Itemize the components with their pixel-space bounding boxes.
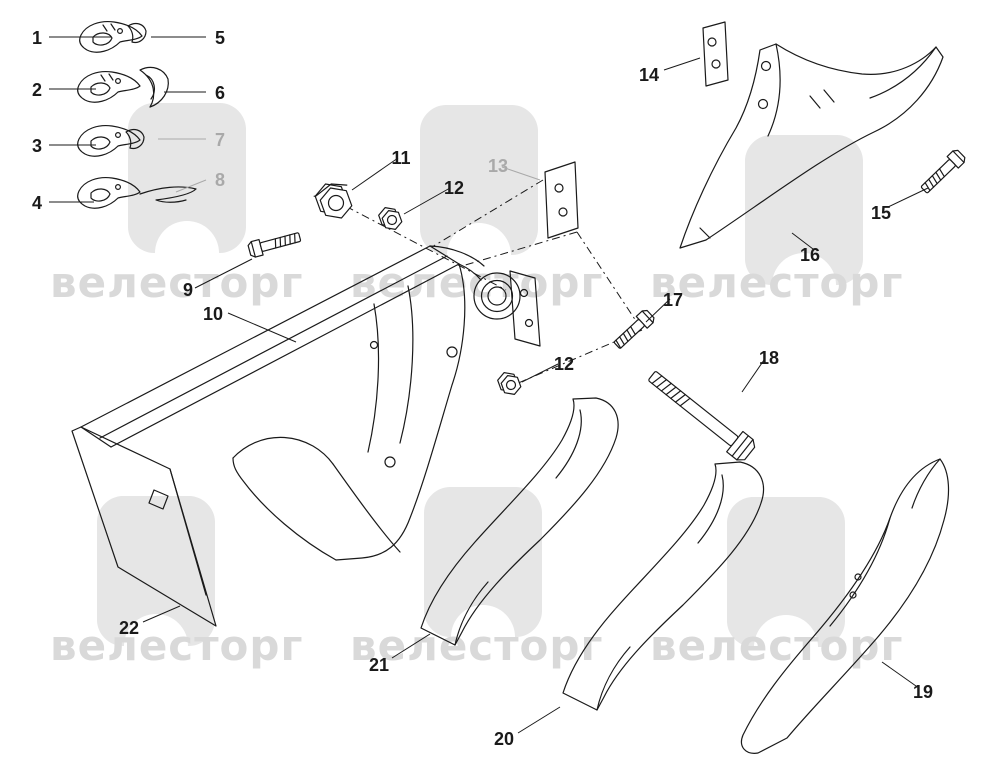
part-label-15: 15 (871, 203, 891, 223)
diagram-line-art (71, 20, 966, 754)
nut-12-upper (378, 207, 403, 230)
part-label-18: 18 (759, 348, 779, 368)
part-19-shin (740, 458, 950, 754)
part-label-20: 20 (494, 729, 514, 749)
part-label-4: 4 (32, 193, 42, 213)
watermark-layer: велесторг велесторг велесторг велесторг … (50, 103, 903, 670)
watermark-text: велесторг (350, 621, 603, 670)
part-label-7: 7 (215, 130, 225, 150)
part-3-share-tip (77, 124, 145, 157)
part-label-13: 13 (488, 156, 508, 176)
part-label-12a: 12 (444, 178, 464, 198)
part-label-19: 19 (913, 682, 933, 702)
part-20-shin (562, 461, 765, 711)
bolt-17 (613, 309, 655, 349)
part-5-clip (127, 22, 147, 44)
part-label-16: 16 (800, 245, 820, 265)
leader-lines (49, 36, 929, 734)
bolt-18 (648, 371, 756, 461)
part-7-clip (125, 128, 145, 150)
bolt-15 (920, 149, 966, 194)
watermark-logo (424, 487, 542, 637)
part-label-21: 21 (369, 655, 389, 675)
part-label-17: 17 (663, 290, 683, 310)
part-label-11: 11 (391, 148, 410, 168)
part-label-12b: 12 (554, 354, 574, 374)
part-label-3: 3 (32, 136, 42, 156)
part-label-8: 8 (215, 170, 225, 190)
part-16-standard (679, 43, 944, 249)
part-label-9: 9 (183, 280, 193, 300)
watermark-text: велесторг (50, 258, 303, 307)
part-label-10: 10 (203, 304, 223, 324)
part-label-22: 22 (119, 618, 139, 638)
watermark-text: велесторг (50, 621, 303, 670)
part-label-6: 6 (215, 83, 225, 103)
part-label-2: 2 (32, 80, 42, 100)
part-21-shin (420, 397, 619, 646)
nut-11 (313, 183, 353, 219)
part-label-14: 14 (639, 65, 659, 85)
nut-12-lower (497, 372, 522, 395)
watermark-text: велесторг (650, 621, 903, 670)
watermark-logo (420, 105, 538, 255)
part-label-5: 5 (215, 28, 225, 48)
callout-labels: 1 2 3 4 5 6 7 8 9 10 11 12 13 14 15 16 1… (32, 28, 933, 749)
part-2-share-tip (77, 66, 169, 108)
bolt-9 (247, 232, 302, 258)
watermark-text: велесторг (350, 258, 603, 307)
part-1-share-tip (79, 20, 147, 53)
watermark-text: велесторг (650, 258, 903, 307)
plate-13 (544, 161, 579, 239)
part-8-tail (139, 186, 197, 203)
part-label-1: 1 (32, 28, 42, 48)
plate-14 (702, 21, 729, 87)
part-4-share-tip (77, 176, 197, 209)
watermark-logo (128, 103, 246, 253)
part-6-clip (139, 66, 169, 108)
part-10-22-frame (71, 245, 541, 627)
